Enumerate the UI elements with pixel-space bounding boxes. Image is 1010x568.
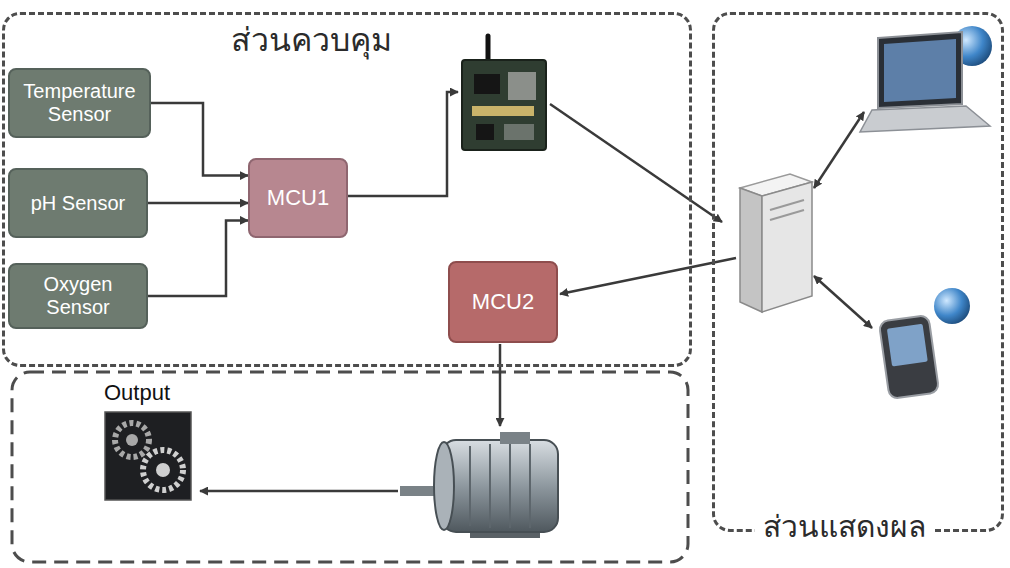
region-title: ส่วนควบคุม	[231, 21, 392, 59]
phone-icon	[879, 288, 970, 399]
server-icon	[740, 174, 812, 312]
data-line	[550, 104, 722, 222]
box-label: MCU2	[472, 289, 534, 314]
signal-arrow	[151, 103, 248, 176]
output-image	[105, 412, 191, 500]
wireless-module	[462, 36, 546, 150]
sensor-box: Temperature Sensor	[8, 68, 151, 138]
box-label: Oxygen Sensor	[22, 273, 134, 319]
signal-arrow	[148, 220, 248, 296]
sensor-box: pH Sensor	[8, 168, 148, 238]
control-region: ส่วนควบคุม Temperature Sensor pH SensorOxy…	[2, 12, 692, 367]
signal-arrow	[148, 202, 248, 205]
drive-line	[200, 490, 398, 493]
box-label: pH Sensor	[31, 192, 126, 215]
box-label: Temperature Sensor	[22, 80, 137, 126]
mcu-box: MCU2	[448, 261, 558, 343]
link-line	[814, 112, 864, 188]
display-region: ส่วนแสดงผล	[712, 12, 1004, 532]
data-line	[347, 92, 458, 196]
output-region	[12, 372, 688, 562]
box-label: MCU1	[267, 185, 329, 210]
sensor-box: Oxygen Sensor	[8, 263, 148, 329]
laptop-icon	[860, 26, 992, 132]
link-line	[814, 276, 872, 328]
data-line	[560, 258, 736, 294]
mcu-box: MCU1	[248, 158, 348, 238]
control-line	[499, 344, 502, 426]
region-title: ส่วนแสดงผล	[755, 509, 934, 545]
output-label: Output	[104, 380, 170, 406]
motor-icon	[400, 432, 558, 538]
